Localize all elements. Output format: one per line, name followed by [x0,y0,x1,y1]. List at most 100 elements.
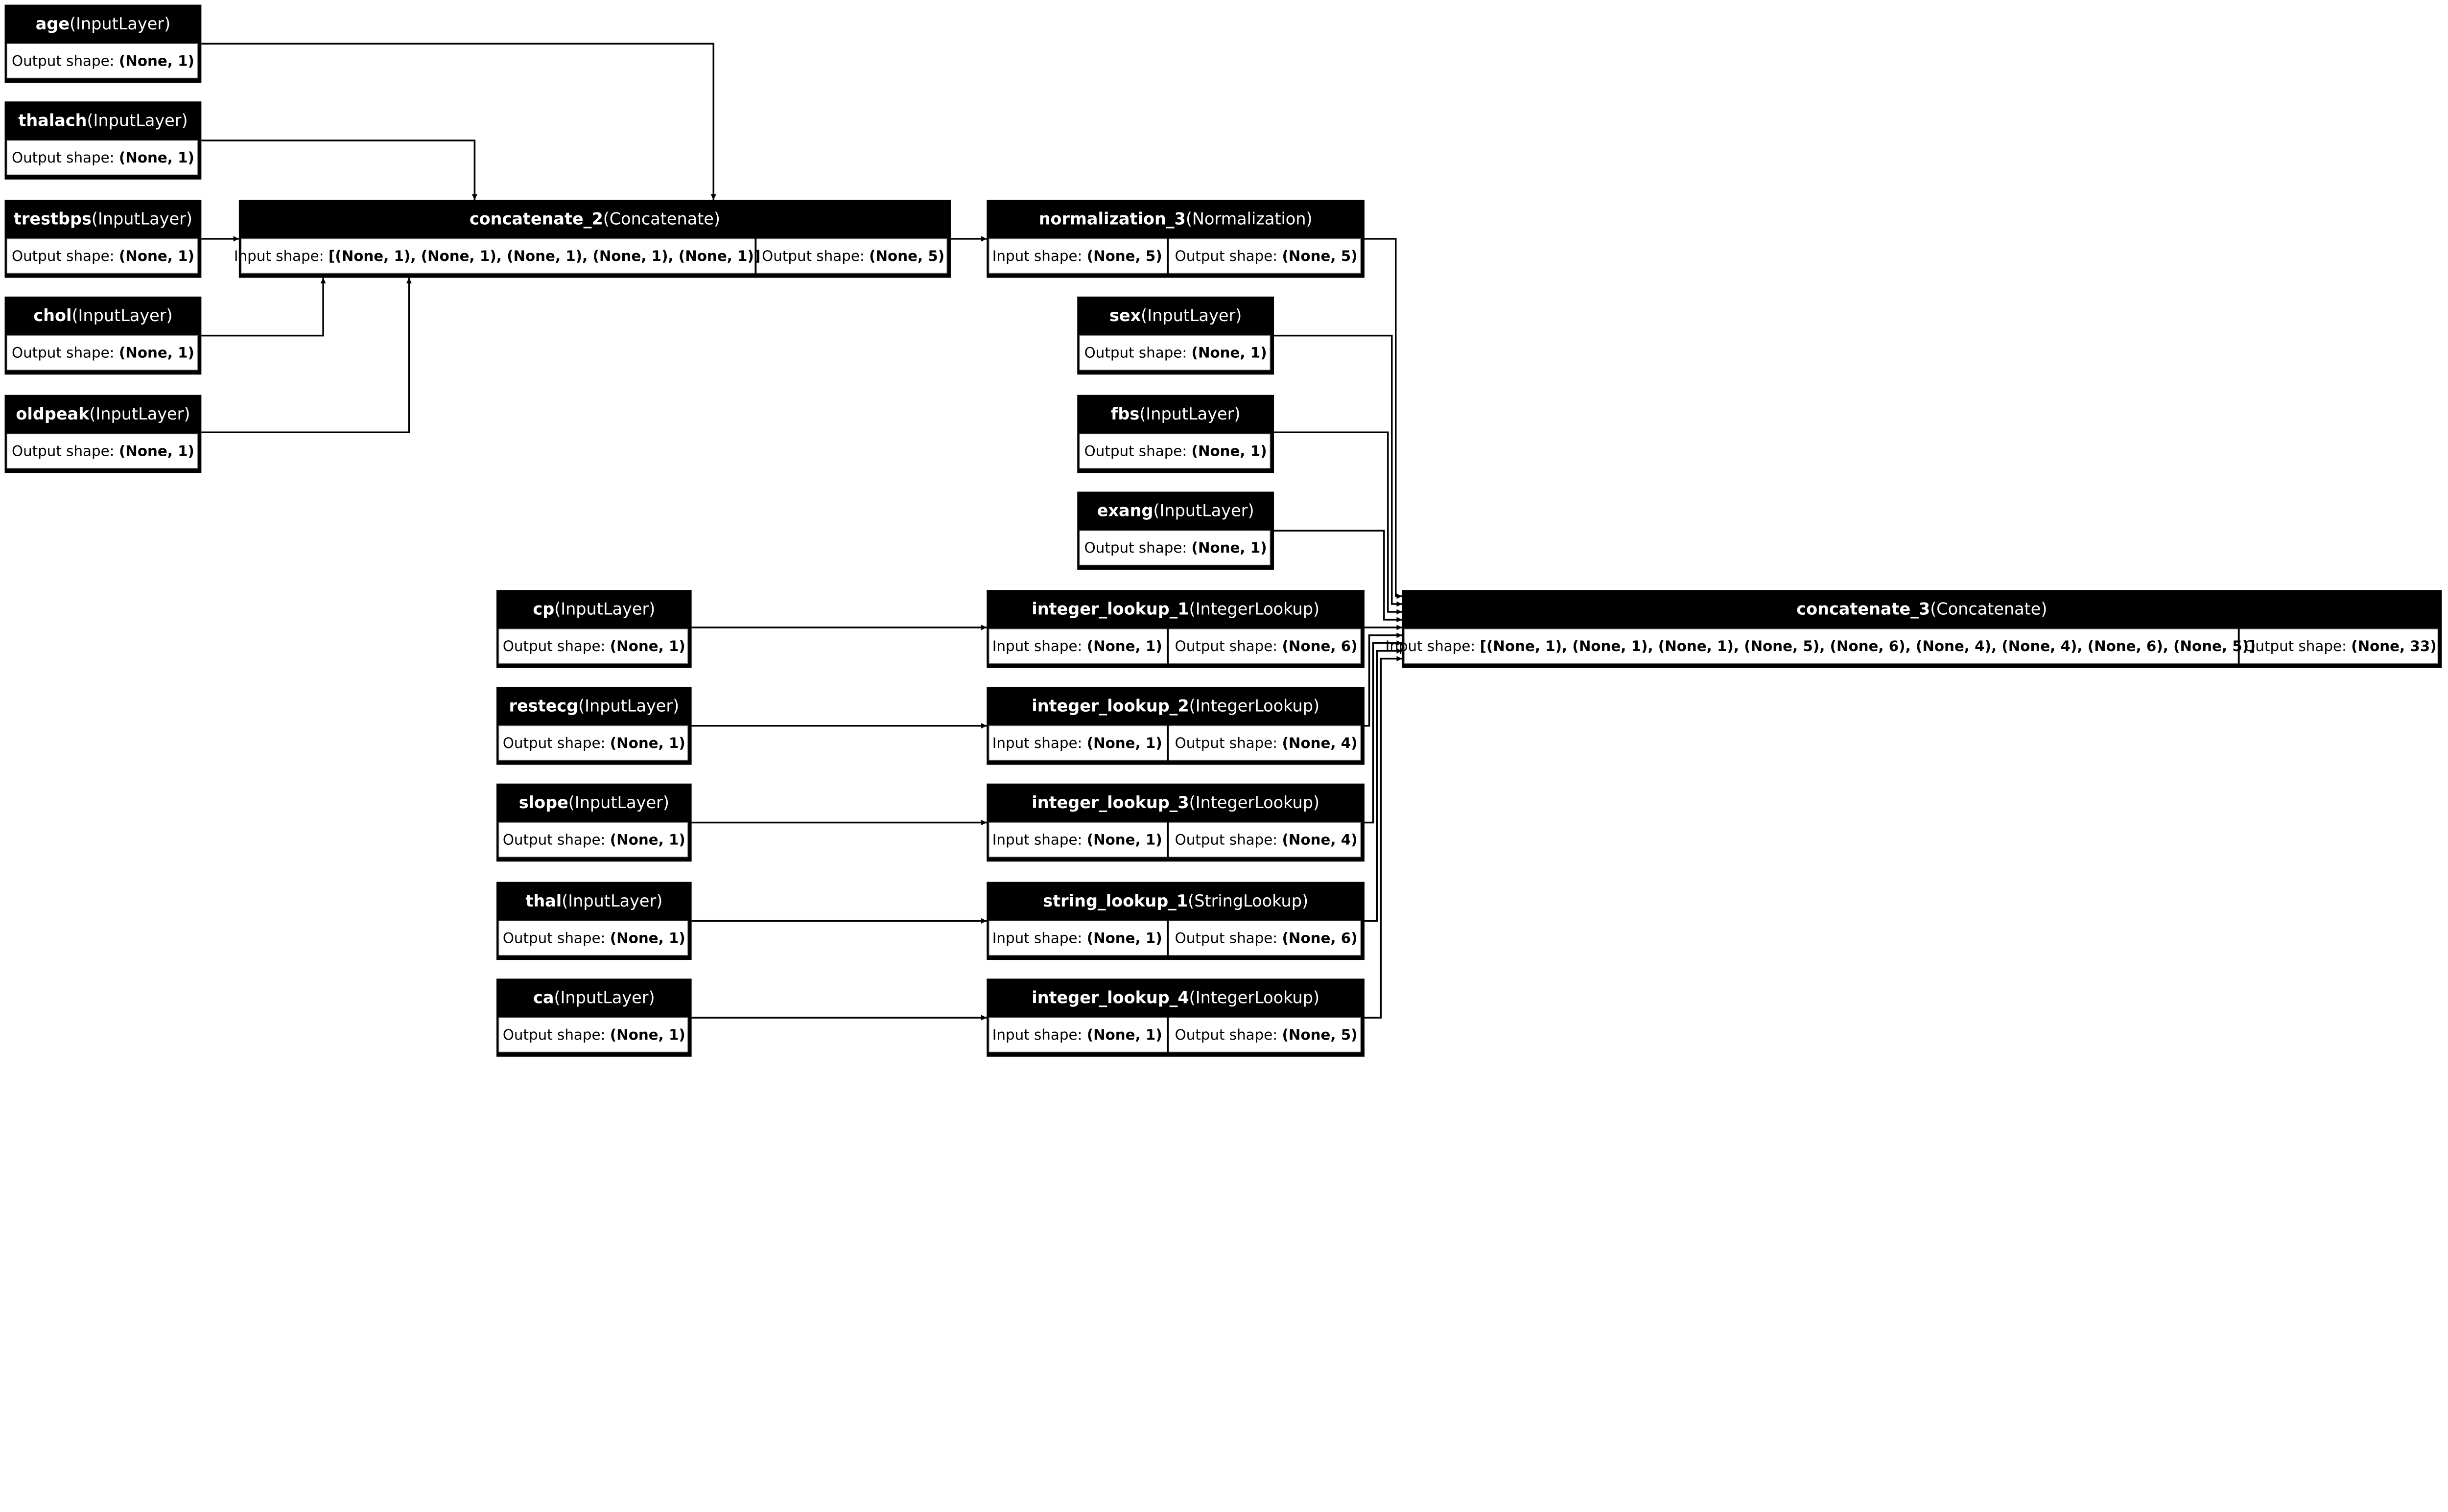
input-shape: Input shape: (None, 1) [992,832,1162,848]
input-shape: Input shape: (None, 1) [992,735,1162,751]
input-shape: Input shape: [(None, 1), (None, 1), (Non… [234,248,760,264]
node-title: normalization_3(Normalization) [1039,209,1313,228]
node-integer-lookup-2[interactable]: integer_lookup_2(IntegerLookup)Input sha… [987,687,1365,765]
node-body [989,238,1361,274]
node-title: trestbps(InputLayer) [14,209,192,228]
node-title: chol(InputLayer) [33,306,172,325]
node-title: cp(InputLayer) [533,599,655,618]
output-shape: Output shape: (None, 1) [503,735,685,751]
output-shape: Output shape: (None, 4) [1175,735,1358,751]
node-body [989,1017,1361,1052]
edge-chol-to-concatenate-2 [201,278,326,337]
node-body [6,43,198,79]
input-shape: Input shape: (None, 1) [992,1026,1162,1043]
node-exang[interactable]: exang(InputLayer) Output shape: (None, 1) [1077,491,1274,570]
node-restecg[interactable]: restecg(InputLayer) Output shape: (None, … [496,687,692,765]
node-string-lookup-1[interactable]: string_lookup_1(StringLookup) Input shape… [987,882,1365,960]
edge-normalization-3-to-concatenate-3 [1364,238,1402,599]
node-body [1404,628,2438,664]
node-fbs[interactable]: fbs(InputLayer) Output shape: (None, 1) [1077,395,1274,473]
output-shape: Output shape: (None, 6) [1175,638,1358,654]
node-title: sex(InputLayer) [1109,306,1242,325]
node-age[interactable]: age(InputLayer) Output shape: (None, 1) [4,4,202,83]
output-shape: Output shape: (None, 1) [12,345,194,361]
output-shape: Output shape: (None, 5) [762,248,944,264]
node-body [1079,433,1271,469]
output-shape: Output shape: (None, 1) [1084,443,1267,460]
node-title: slope(InputLayer) [519,793,669,812]
node-title: integer_lookup_4(IntegerLookup) [1032,988,1319,1007]
output-shape: Output shape: (None, 1) [12,443,194,460]
node-title: integer_lookup_1(IntegerLookup) [1032,599,1319,618]
node-normalization-3[interactable]: normalization_3(Normalization) Input shap… [987,200,1365,278]
node-trestbps[interactable]: trestbps(InputLayer) Output shape: (None,… [4,200,202,278]
node-title: thalach(InputLayer) [18,111,188,130]
node-title: thal(InputLayer) [525,891,662,910]
node-sex[interactable]: sex(InputLayer) Output shape: (None, 1) [1077,296,1274,375]
node-body [6,335,198,371]
node-body [989,822,1361,858]
output-shape: Output shape: (None, 33) [2244,638,2436,654]
node-title: restecg(InputLayer) [509,696,679,715]
output-shape: Output shape: (None, 1) [1084,539,1267,556]
node-body [498,920,688,956]
node-body [498,822,688,858]
output-shape: Output shape: (None, 5) [1175,248,1358,264]
node-title: string_lookup_1(StringLookup) [1043,891,1308,910]
output-shape: Output shape: (None, 1) [12,149,194,166]
input-shape: Input shape: (None, 5) [992,248,1162,264]
output-shape: Output shape: (None, 4) [1175,832,1358,848]
output-shape: Output shape: (None, 6) [1175,930,1358,946]
node-body [989,725,1361,761]
nodes: age(InputLayer)Output shape: (None, 1)th… [4,4,2442,1057]
node-body [1079,335,1271,371]
node-body [989,628,1361,664]
node-title: exang(InputLayer) [1097,501,1254,520]
node-title: integer_lookup_3(IntegerLookup) [1032,793,1319,812]
node-body [1079,530,1271,565]
node-body [989,920,1361,956]
node-title: concatenate_3(Concatenate) [1796,599,2047,618]
node-title: age(InputLayer) [36,14,170,33]
edge-integer-lookup-3-to-concatenate-3 [1364,640,1402,824]
output-shape: Output shape: (None, 1) [1084,345,1267,361]
edge-thalach-to-concatenate-2 [201,140,477,200]
edges [201,43,1402,1021]
output-shape: Output shape: (None, 1) [12,52,194,69]
node-ca[interactable]: ca(InputLayer)Output shape: (None, 1) [496,978,692,1057]
node-concatenate-2[interactable]: concatenate_2(Concatenate) Input shape: [… [234,200,951,278]
node-body [498,725,688,761]
edge-string-lookup-1-to-concatenate-3 [1364,648,1402,922]
node-slope[interactable]: slope(InputLayer) Output shape: (None, 1) [496,783,692,862]
input-shape: Input shape: (None, 1) [992,930,1162,946]
output-shape: Output shape: (None, 5) [1175,1026,1358,1043]
node-thalach[interactable]: thalach(InputLayer) Output shape: (None, … [4,101,202,180]
node-body [498,628,688,664]
edge-exang-to-concatenate-3 [1274,530,1402,623]
output-shape: Output shape: (None, 1) [12,248,194,264]
node-oldpeak[interactable]: oldpeak(InputLayer) Output shape: (None, … [4,395,202,473]
node-thal[interactable]: thal(InputLayer) Output shape: (None, 1) [496,882,692,960]
node-body [6,238,198,274]
edge-integer-lookup-2-to-concatenate-3 [1364,632,1402,727]
node-integer-lookup-1[interactable]: integer_lookup_1(IntegerLookup) Input sha… [987,590,1365,668]
node-body [241,238,947,274]
node-title: fbs(InputLayer) [1111,404,1241,423]
node-title: concatenate_2(Concatenate) [470,209,720,228]
node-integer-lookup-4[interactable]: integer_lookup_4(IntegerLookup) Input sha… [987,978,1365,1057]
node-cp[interactable]: cp(InputLayer) Output shape: (None, 1) [496,590,692,668]
edge-sex-to-concatenate-3 [1274,334,1402,607]
node-body [6,140,198,175]
node-chol[interactable]: chol(InputLayer) Output shape: (None, 1) [4,296,202,375]
node-title: oldpeak(InputLayer) [16,404,190,423]
input-shape: Input shape: [(None, 1), (None, 1), (Non… [1386,638,2256,654]
node-integer-lookup-3[interactable]: integer_lookup_3(IntegerLookup) Input sha… [987,783,1365,862]
output-shape: Output shape: (None, 1) [503,832,685,848]
model-graph: age(InputLayer)Output shape: (None, 1)th… [4,4,2442,1057]
node-concatenate-3[interactable]: concatenate_3(Concatenate) Input shape: [… [1386,590,2442,668]
output-shape: Output shape: (None, 1) [503,1026,685,1043]
input-shape: Input shape: (None, 1) [992,638,1162,654]
output-shape: Output shape: (None, 1) [503,638,685,654]
output-shape: Output shape: (None, 1) [503,930,685,946]
node-body [498,1017,688,1052]
